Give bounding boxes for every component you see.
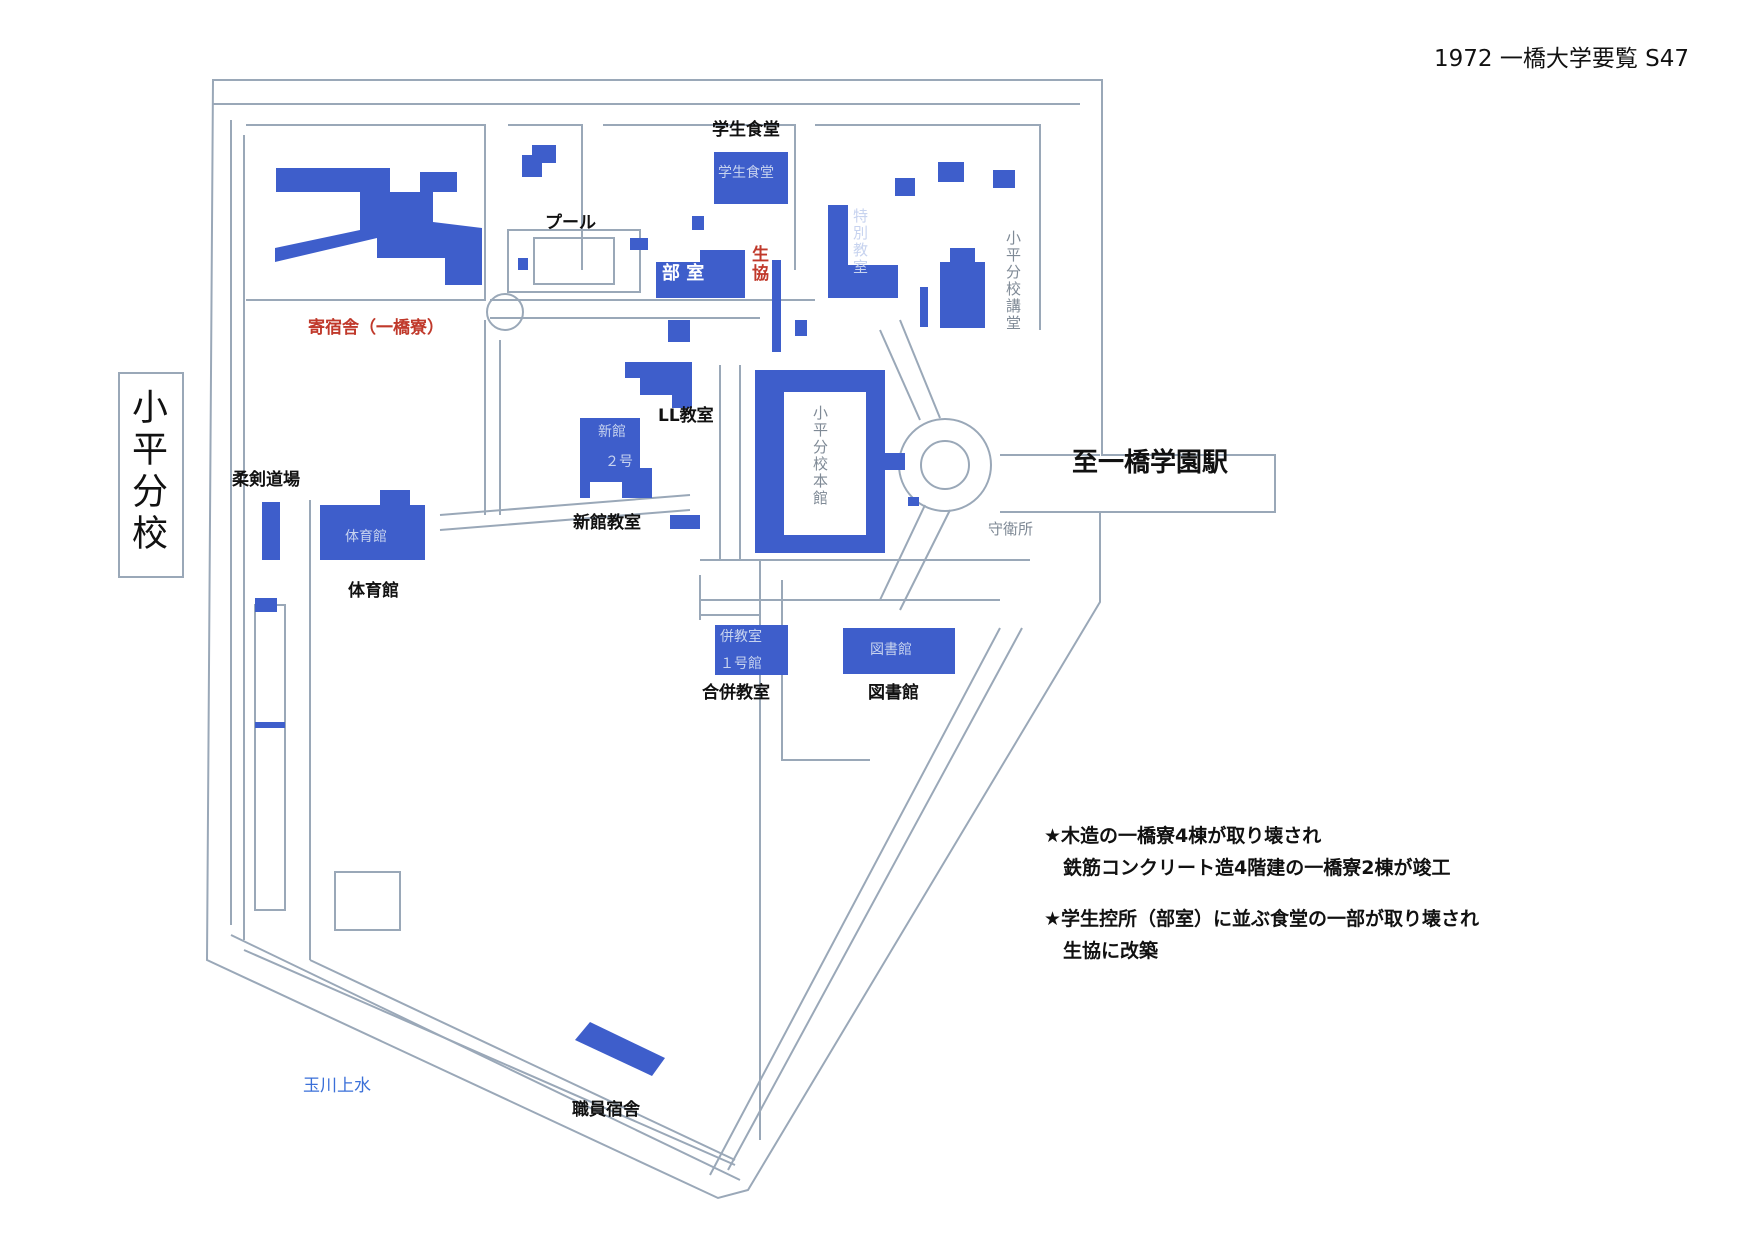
new-building <box>580 418 652 498</box>
note-line: ★木造の一橋寮4棟が取り壊され <box>1044 825 1322 847</box>
label-library: 図書館 <box>868 683 919 703</box>
dormitory-building <box>275 168 482 285</box>
notes-block: ★木造の一橋寮4棟が取り壊され 鉄筋コンクリート造4階建の一橋寮2棟が竣工 ★学… <box>1044 820 1479 967</box>
label-joint-classroom: 合併教室 <box>702 683 770 703</box>
library-building <box>843 628 955 674</box>
note-line: ★学生控所（部室）に並ぶ食堂の一部が取り壊され <box>1044 907 1480 930</box>
label-staff-housing: 職員宿舎 <box>572 1100 640 1120</box>
page-title: 1972 一橋大学要覧 S47 <box>1434 46 1690 72</box>
printed-cafeteria: 学生食堂 <box>718 165 774 181</box>
printed-new-building: 新館 <box>598 424 626 440</box>
printed-gym: 体育館 <box>345 529 387 545</box>
staff-housing-building <box>575 1022 665 1076</box>
label-judo-hall: 柔剣道場 <box>232 470 300 490</box>
campus-sign: 小平分校 <box>126 388 167 556</box>
label-tamagawa: 玉川上水 <box>303 1076 371 1096</box>
printed-joint-classroom: 併教室 <box>720 629 762 645</box>
note-line: 鉄筋コンクリート造4階建の一橋寮2棟が竣工 <box>1044 857 1451 880</box>
judo-hall-building <box>262 502 280 560</box>
gym-building <box>320 490 425 560</box>
printed-guard-house: 守衛所 <box>988 520 1034 538</box>
club-room-building <box>656 250 745 298</box>
cafeteria-building <box>714 152 788 204</box>
label-cafeteria: 学生食堂 <box>712 120 780 140</box>
label-club-room: 部 室 <box>662 263 705 284</box>
campus-sign-box <box>118 372 184 578</box>
station-sign: 至一橋学園駅 <box>1072 448 1229 478</box>
printed-library: 図書館 <box>870 642 912 658</box>
special-classroom-building <box>828 205 898 298</box>
buildings <box>255 145 1015 1076</box>
label-new-building: 新館教室 <box>573 513 641 533</box>
main-building <box>755 370 905 553</box>
ll-classroom-building <box>625 362 692 408</box>
label-coop: 生協 <box>748 245 768 283</box>
label-dormitory: 寄宿舎（一橋寮） <box>308 318 444 338</box>
lecture-hall-building <box>940 248 985 328</box>
joint-classroom-building <box>715 625 788 675</box>
printed-special-classroom: 特別教室 <box>851 208 869 276</box>
label-pool: プール <box>545 213 596 233</box>
printed-main-building: 小平分校本館 <box>811 405 829 507</box>
road-lines <box>205 79 1276 1200</box>
note-line: 生協に改築 <box>1044 939 1159 962</box>
printed-joint-classroom-no: １号館 <box>720 656 762 672</box>
label-gym: 体育館 <box>348 581 399 601</box>
printed-new-building-no: ２号 <box>605 454 633 470</box>
label-ll-classroom: LL教室 <box>658 406 714 426</box>
printed-lecture-hall: 小平分校講堂 <box>1004 230 1022 332</box>
